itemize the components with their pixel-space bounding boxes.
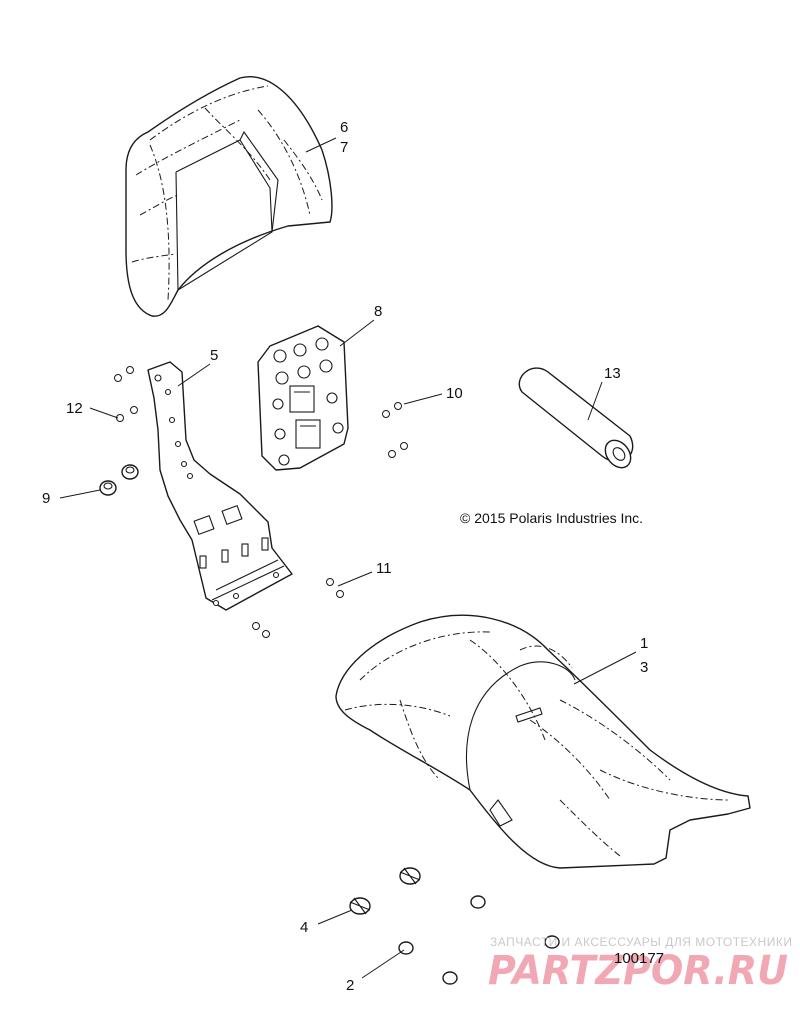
roll-cylinder[interactable]: [518, 367, 636, 473]
figure-number: 100177: [614, 950, 664, 967]
screw-set-10[interactable]: [382, 402, 408, 458]
watermark: ЗАПЧАСТИ И АКСЕССУАРЫ ДЛЯ МОТОТЕХНИКИ PA…: [488, 935, 792, 994]
copyright-notice: © 2015 Polaris Industries Inc.: [460, 510, 643, 526]
callout-5: 5: [210, 347, 218, 364]
callout-9: 9: [42, 490, 50, 507]
nut-set-12[interactable]: [114, 366, 138, 422]
seat[interactable]: [335, 614, 751, 869]
callout-4: 4: [300, 919, 308, 936]
callout-10: 10: [446, 385, 463, 402]
mounting-plate[interactable]: [257, 325, 349, 471]
callout-2: 2: [346, 977, 354, 994]
callout-7: 7: [340, 139, 348, 156]
backrest[interactable]: [125, 76, 333, 317]
watermark-brand: PARTZPOR.RU: [488, 948, 788, 994]
leader-lines: [59, 137, 637, 979]
callout-12: 12: [66, 400, 83, 417]
callout-13: 13: [604, 365, 621, 382]
screw-set-11[interactable]: [252, 578, 344, 638]
callout-8: 8: [374, 303, 382, 320]
backrest-bracket[interactable]: [147, 361, 293, 611]
callout-1: 1: [640, 635, 648, 652]
watermark-tagline: ЗАПЧАСТИ И АКСЕССУАРЫ ДЛЯ МОТОТЕХНИКИ: [490, 935, 792, 949]
callout-11: 11: [376, 560, 392, 577]
callout-3: 3: [640, 659, 648, 676]
clip-set-4[interactable]: [349, 867, 421, 915]
callout-6: 6: [340, 119, 348, 136]
grommet-set-9[interactable]: [99, 464, 139, 496]
callout-labels: 1 3 6 7 8 5 10 12 13 9 11 4 2: [42, 119, 648, 994]
